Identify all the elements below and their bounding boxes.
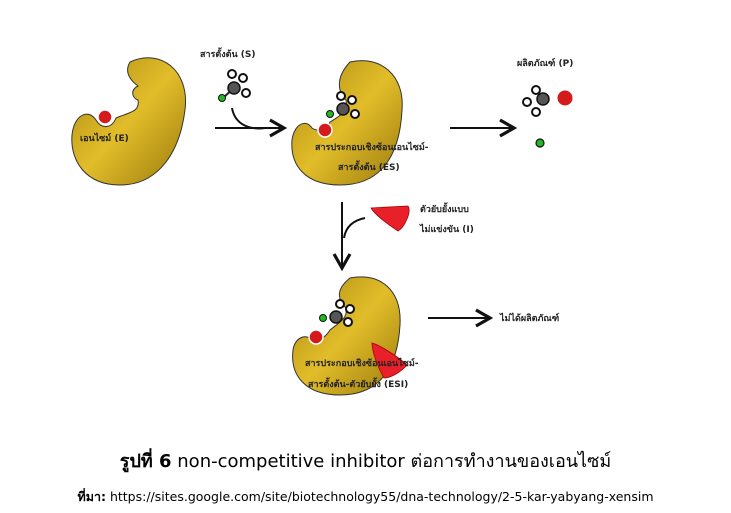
inhibitor-label-line2: ไม่แข่งขัน (I) [419, 223, 474, 235]
enzyme-label: เอนไซม์ (E) [80, 132, 129, 144]
esi-label-line1: สารประกอบเชิงซ้อนเอนไซม์- [305, 357, 419, 369]
active-site-icon [97, 109, 113, 125]
esi-complex: สารประกอบเชิงซ้อนเอนไซม์- สารตั้งต้น-ตัว… [292, 276, 419, 396]
figure-caption: รูปที่ 6 non-competitive inhibitor ต่อกา… [0, 446, 731, 475]
inhibitor-icon [370, 205, 410, 232]
inhibitor-binding-curve [343, 217, 366, 239]
caption-text: non-competitive inhibitor ต่อการทำงานของ… [171, 451, 612, 472]
source-label: ที่มา: [77, 489, 106, 504]
esi-label-line2: สารตั้งต้น-ตัวยับยั้ง (ESI) [308, 377, 408, 390]
substrate-molecule [218, 69, 251, 102]
no-product-label: ไม่ได้ผลิตภัณฑ์ [499, 312, 559, 324]
inhibitor-label-line1: ตัวยับยั้งแบบ [420, 202, 469, 215]
product-label: ผลิตภัณฑ์ (P) [517, 57, 573, 69]
substrate-label: สารตั้งต้น (S) [200, 47, 255, 60]
product-molecule [522, 85, 573, 148]
es-label-line2: สารตั้งต้น (ES) [338, 160, 400, 173]
source-line: ที่มา: https://sites.google.com/site/bio… [0, 487, 731, 507]
enzyme-e: เอนไซม์ (E) [71, 57, 187, 186]
figure-number: รูปที่ 6 [119, 451, 172, 472]
source-url: https://sites.google.com/site/biotechnol… [105, 489, 654, 504]
es-label-line1: สารประกอบเชิงซ้อนเอนไซม์- [315, 141, 429, 153]
substrate-binding-curve [231, 107, 266, 130]
es-complex: สารประกอบเชิงซ้อนเอนไซม์- สารตั้งต้น (ES… [291, 60, 429, 186]
